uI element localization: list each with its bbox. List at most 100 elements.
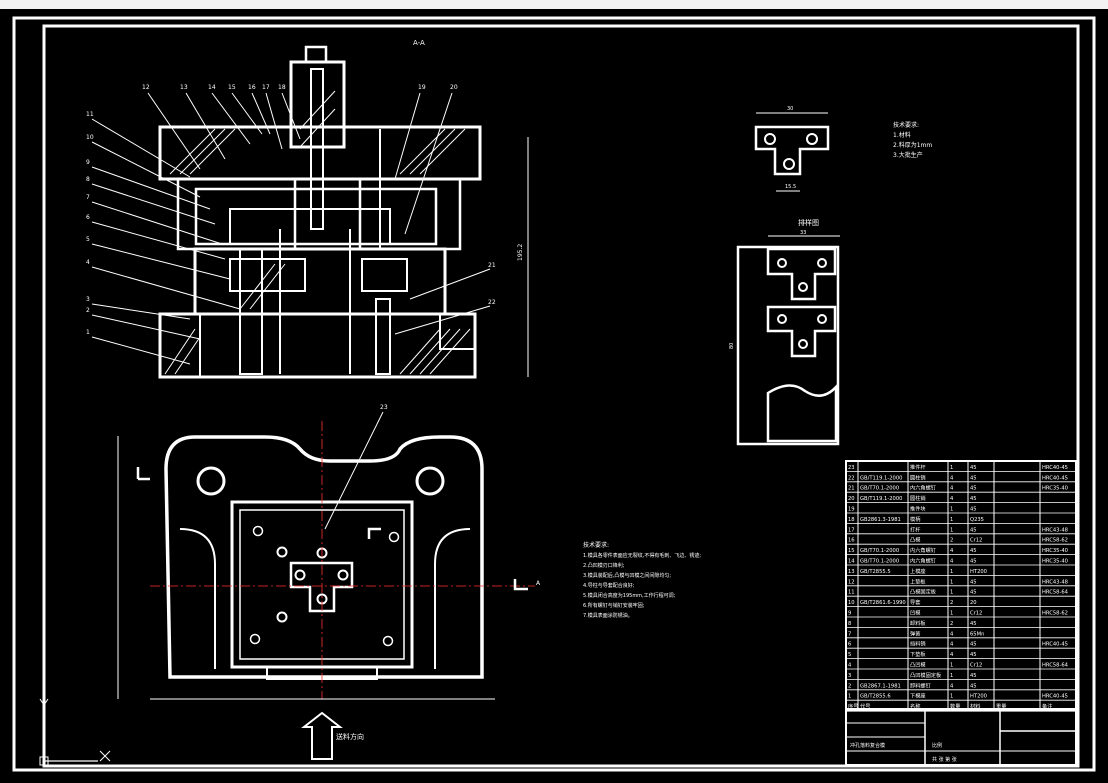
tech-item: 2.凸凹模刃口锋利; — [583, 562, 625, 569]
balloon: 6 — [86, 214, 90, 221]
title-block-sheet: 共 张 第 张 — [932, 756, 957, 763]
titlebar — [0, 0, 1108, 9]
title-block: 冲孔落料复合模 比例 共 张 第 张 — [845, 708, 1077, 766]
view-label: A — [536, 580, 541, 587]
bom-header: 名称 — [910, 702, 920, 710]
bom-cell: 2 — [950, 538, 953, 544]
bom-cell: HRC58-64 — [1042, 663, 1069, 669]
dim-part-width: 30 — [787, 106, 793, 112]
inner-frame — [42, 24, 1080, 768]
balloon: 16 — [248, 84, 256, 91]
bom-cell: 20 — [970, 600, 977, 606]
bom-cell: 4 — [950, 496, 954, 502]
lower-plate-right — [439, 313, 476, 350]
bom-cell: 4 — [950, 631, 954, 637]
plan-view: A 送料方向 — [117, 421, 541, 760]
bom-cell: 45 — [970, 559, 977, 565]
bom-cell: 45 — [970, 642, 977, 648]
bom-cell: HRC58-64 — [1042, 590, 1069, 596]
bom-header: 序号 — [848, 702, 858, 710]
bom-cell: HRC40-45 — [1042, 475, 1068, 481]
balloon: 12 — [142, 84, 150, 91]
bom-cell: 7 — [848, 631, 851, 637]
bom-cell: GB2867.1-1981 — [860, 683, 901, 689]
guide-post-left — [239, 248, 263, 375]
section-view: A-A — [91, 39, 529, 530]
bom-cell: 1 — [950, 465, 953, 471]
leader-line — [91, 266, 241, 310]
ejector-rod — [310, 68, 324, 230]
bom-cell: 18 — [848, 517, 855, 523]
bom-cell: 4 — [950, 475, 954, 481]
bom-cell: 19 — [848, 507, 855, 513]
bom-cell: 21 — [848, 486, 855, 492]
leader-line — [251, 92, 271, 135]
bom-cell: GB/T119.1-2000 — [860, 475, 902, 481]
guide-post-right — [375, 298, 391, 375]
balloon: 23 — [380, 404, 388, 411]
bom-cell: GB/T70.1-2000 — [860, 559, 899, 565]
bom-cell: 45 — [970, 579, 977, 585]
shank — [289, 60, 346, 149]
bom-cell: 4 — [950, 683, 954, 689]
bom-cell: 圆柱销 — [910, 494, 926, 502]
bom-cell: 2 — [848, 683, 851, 689]
bom-cell: 65Mn — [970, 631, 984, 637]
tech-item: 4.导柱与导套配合良好; — [583, 582, 635, 589]
bom-cell: 45 — [970, 590, 977, 596]
drawing-canvas[interactable]: A-A — [0, 9, 1108, 779]
bom-cell: 1 — [950, 673, 953, 679]
bom-cell: Cr12 — [970, 611, 982, 617]
bom-cell: 凸模固定板 — [910, 588, 937, 596]
leader-line — [91, 243, 231, 280]
bom-cell: 45 — [970, 527, 977, 533]
die-block — [229, 258, 306, 292]
bom-cell: 推件杆 — [910, 463, 926, 471]
leader-line — [91, 118, 191, 178]
bom-cell: 17 — [848, 527, 855, 533]
balloons-top: 12 13 14 15 16 17 18 19 20 — [142, 84, 458, 91]
leader-line — [394, 305, 491, 335]
bom-cell: HT200 — [970, 694, 987, 700]
tech-item: 5.模具闭合高度为195mm,工作行程可调; — [583, 592, 676, 599]
bom-cell: 4 — [950, 652, 954, 658]
cad-drawing[interactable]: A-A — [0, 9, 1108, 779]
bom-cell: 45 — [970, 496, 977, 502]
part-drawing: 30 15.5 技术要求: 1.材料 2.料厚为1mm 3.大批生产 — [754, 106, 932, 192]
bom-cell: 20 — [848, 496, 855, 502]
bom-cell: 卸料板 — [910, 619, 926, 627]
bom-cell: 弹簧 — [910, 629, 920, 637]
hatch — [164, 90, 471, 375]
balloon: 18 — [278, 84, 286, 91]
bom-cell: 4 — [950, 548, 954, 554]
bom-cell: HRC58-62 — [1042, 538, 1068, 544]
punch-shape — [289, 561, 354, 613]
balloon: 7 — [86, 194, 90, 201]
bom-cell: 45 — [970, 548, 977, 554]
bom-cell: Cr12 — [970, 663, 982, 669]
bom-cell: 凸凹模固定板 — [910, 671, 942, 679]
bom-header: 代号 — [860, 702, 870, 710]
leader-line — [91, 314, 201, 340]
bom-cell: 14 — [848, 559, 855, 565]
bom-cell: 45 — [970, 683, 977, 689]
bom-cell: HRC43-48 — [1042, 527, 1068, 533]
bom-cell: 16 — [848, 538, 855, 544]
bom-cell: 9 — [848, 611, 851, 617]
bom-cell: 11 — [848, 590, 855, 596]
shank-top — [304, 45, 328, 64]
balloon: 20 — [450, 84, 458, 91]
lower-plate-left — [159, 313, 201, 378]
leader-line — [265, 92, 283, 150]
bom-cell: 1 — [950, 694, 953, 700]
ucs-icon — [39, 698, 111, 766]
leader-line — [91, 221, 226, 260]
bom-cell: GB/T70.1-2000 — [860, 548, 899, 554]
bom-cell: 上模座 — [910, 567, 926, 575]
bom-cell: GB2861.3-1981 — [860, 517, 901, 523]
balloon: 11 — [86, 111, 94, 118]
bom-cell: 3 — [848, 673, 851, 679]
bom-cell: GB/T2855.5 — [860, 569, 891, 575]
tech-item: 1.模具各零件表面应无裂纹,不得有毛刺、飞边、锈迹; — [583, 552, 701, 559]
